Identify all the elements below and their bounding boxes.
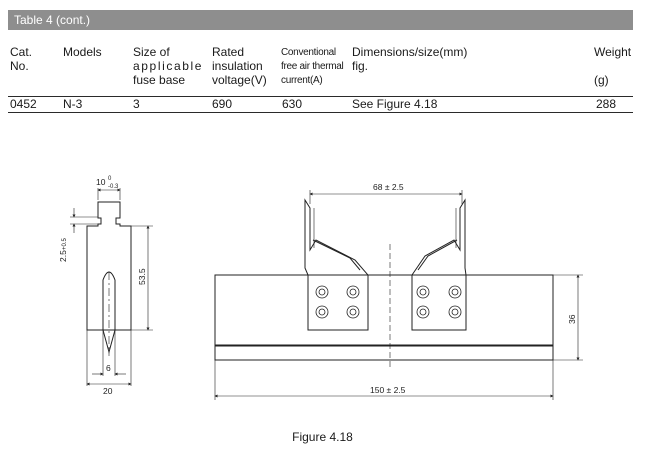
fuse-base-front-view [214,198,554,370]
fuse-link-side-view [86,201,132,356]
cell-voltage: 690 [212,97,233,111]
header-rated-voltage: Rated insulation voltage(V) [212,45,267,87]
table-title: Table 4 (cont.) [14,13,91,27]
dim-top-width-tol-lower: -0.3 [108,184,119,190]
cell-cat-no: 0452 [10,97,37,111]
header-models: Models [63,45,102,59]
dim-top-width-tol-upper: 0 [108,176,112,182]
dim-base-width: 20 [103,386,113,396]
header-weight: Weight (g) [594,45,632,87]
dim-notch: 2.5 [58,250,68,262]
header-size: Size of applicable fuse base [133,45,204,87]
figure-caption: Figure 4.18 [292,430,353,444]
cell-model: N-3 [63,97,83,111]
header-dimensions: Dimensions/size(mm) fig. [352,45,468,73]
technical-drawing: 10 0 -0.3 2.5 +0.5 53.5 6 20 68 ± 2.5 36… [58,176,583,400]
dim-notch-tol: +0.5 [62,237,68,250]
header-divider [8,96,633,97]
dim-top-width: 10 [96,177,106,187]
cell-figure-ref: See Figure 4.18 [352,97,438,111]
cell-current: 630 [282,97,303,111]
table-title-bar: Table 4 (cont.) [8,10,633,30]
dim-blade-width: 6 [106,363,111,373]
dim-overall-length: 150 ± 2.5 [370,385,406,395]
dim-clip-span: 68 ± 2.5 [373,182,404,192]
dim-base-height: 36 [567,314,577,324]
cell-size: 3 [133,97,140,111]
cell-weight: 288 [596,97,617,111]
header-thermal-current: Conventional free air thermal current(A) [281,47,344,86]
header-cat-no: Cat. No. [10,45,33,73]
dim-height: 53.5 [137,268,147,285]
table-bottom-rule [8,112,633,113]
